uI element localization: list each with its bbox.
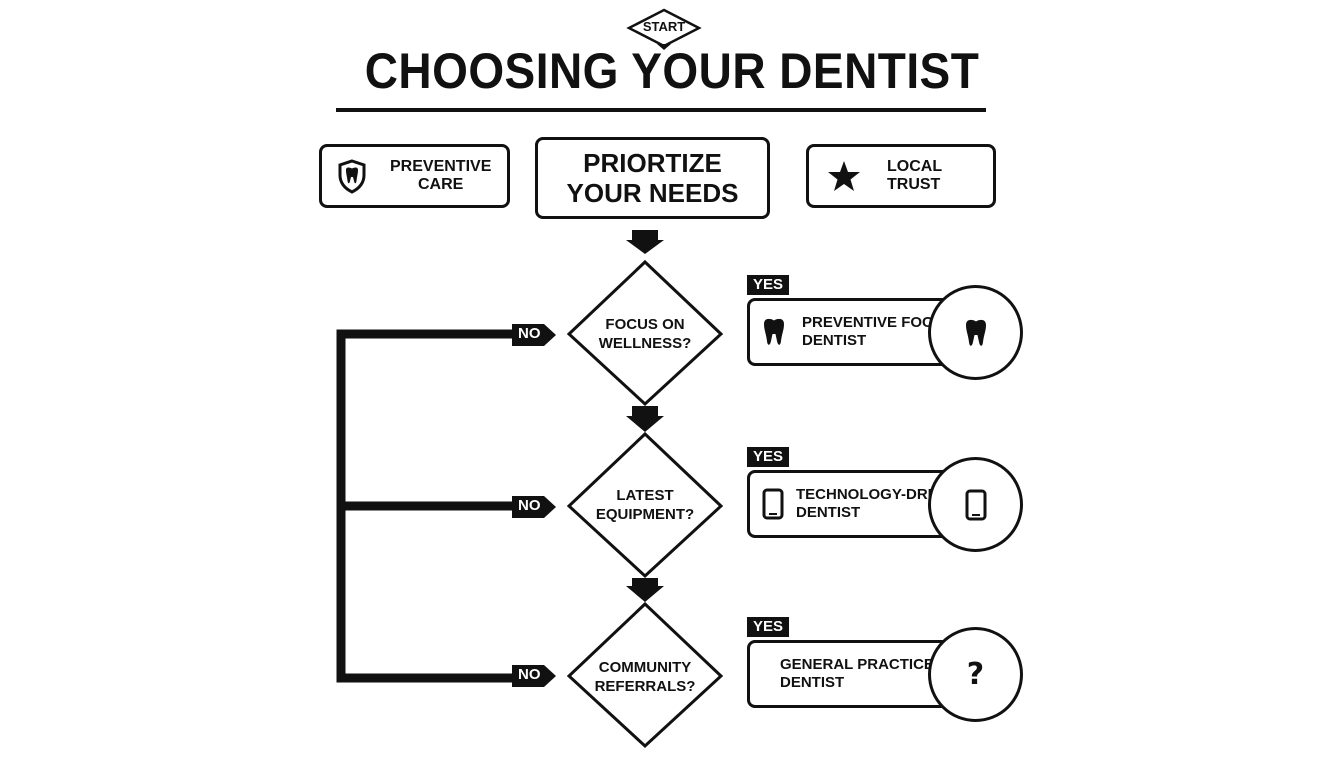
page-title: CHOOSING YOUR DENTIST xyxy=(364,43,980,99)
yes-tag-1: YES xyxy=(747,275,789,295)
yes-tag-2: YES xyxy=(747,447,789,467)
tablet-icon xyxy=(762,488,784,520)
result-2-line1: TECHNOLOGY-DRIVEN xyxy=(796,486,963,503)
tooth-icon xyxy=(965,319,986,346)
decision-label-2: LATEST EQUIPMENT? xyxy=(585,486,705,524)
question-mark-icon: ? xyxy=(966,657,985,692)
result-1-line2: DENTIST xyxy=(802,332,867,349)
no-arrow-head-1 xyxy=(544,324,556,346)
preventive-care-line1: PREVENTIVE xyxy=(390,158,492,175)
decision-diamond-2 xyxy=(566,431,724,579)
start-badge: START xyxy=(626,8,702,50)
down-arrow-1 xyxy=(626,230,664,254)
start-diamond-icon xyxy=(626,8,702,50)
decision-2-line1: LATEST xyxy=(616,487,674,504)
prioritize-line2: YOUR NEEDS xyxy=(566,178,739,208)
down-arrow-2 xyxy=(626,406,664,432)
yes-tag-3: YES xyxy=(747,617,789,637)
decision-diamond-3 xyxy=(566,601,724,749)
decision-2-line2: EQUIPMENT? xyxy=(595,506,695,523)
result-3-line1: GENERAL PRACTICE xyxy=(780,656,934,673)
result-3-line2: DENTIST xyxy=(780,674,845,691)
result-2-line2: DENTIST xyxy=(796,504,861,521)
local-trust-line2: TRUST xyxy=(887,176,941,193)
tooth-icon xyxy=(764,318,784,345)
decision-label-1: FOCUS ON WELLNESS? xyxy=(585,315,705,353)
no-tag-2: NO xyxy=(512,496,544,518)
down-arrow-3 xyxy=(626,578,664,602)
prioritize-line1: PRIORTIZE xyxy=(583,148,722,178)
no-arrow-head-2 xyxy=(544,496,556,518)
local-trust-box: LOCAL TRUST xyxy=(806,144,996,208)
decision-3-line2: REFERRALS? xyxy=(594,678,696,695)
tablet-icon xyxy=(965,489,986,520)
no-tag-3: NO xyxy=(512,665,544,687)
star-icon xyxy=(828,161,860,191)
no-loop-line xyxy=(336,329,512,683)
local-trust-line1: LOCAL xyxy=(887,158,943,175)
result-circle-2 xyxy=(928,457,1023,552)
prioritize-needs-box: PRIORTIZE YOUR NEEDS xyxy=(535,137,770,219)
decision-diamond-1 xyxy=(566,259,724,407)
result-1-line1: PREVENTIVE FOCUS xyxy=(802,314,954,331)
result-circle-1 xyxy=(928,285,1023,380)
decision-3-line1: COMMUNITY xyxy=(598,659,692,676)
decision-1-line2: WELLNESS? xyxy=(598,335,692,352)
title-underline xyxy=(336,108,986,112)
result-circle-3: ? xyxy=(928,627,1023,722)
decision-1-line1: FOCUS ON xyxy=(605,316,685,333)
preventive-care-line2: CARE xyxy=(418,176,464,193)
start-label: START xyxy=(642,19,686,34)
no-arrow-head-3 xyxy=(544,665,556,687)
no-tag-1: NO xyxy=(512,324,544,346)
shield-tooth-icon xyxy=(338,159,366,194)
preventive-care-box: PREVENTIVE CARE xyxy=(319,144,510,208)
decision-label-3: COMMUNITY REFERRALS? xyxy=(585,658,705,696)
